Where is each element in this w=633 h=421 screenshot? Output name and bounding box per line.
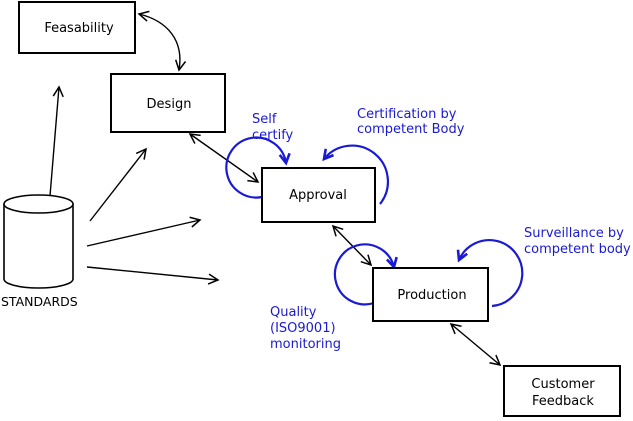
feasability-box (18, 1, 136, 54)
arrow-feasability-design (137, 10, 187, 72)
standards-datastore: STANDARDS (1, 194, 78, 309)
node-customer-feedback: Customer Feedback (503, 365, 621, 417)
certification-label: Certification by competent Body (357, 107, 465, 137)
node-approval: Approval (261, 167, 376, 223)
quality-monitoring-loop (333, 243, 398, 306)
svg-text:Quality: Quality (270, 305, 317, 320)
self-certify-label: Self certify (252, 112, 294, 143)
svg-text:Surveillance by: Surveillance by (524, 226, 624, 241)
surveillance-loop (456, 239, 524, 308)
feasability-label: Feasability (44, 21, 114, 36)
customer-feedback-box (503, 365, 621, 417)
node-production: Production (372, 267, 489, 322)
self-certify-loop (225, 136, 291, 199)
arrow-standards-to-approval (86, 216, 202, 247)
arrow-approval-production (331, 224, 373, 267)
arrow-production-customer-feedback (449, 322, 502, 367)
certification-loop (322, 144, 390, 205)
flow-connectors (137, 10, 502, 367)
svg-text:certify: certify (252, 128, 294, 143)
svg-text:Self: Self (252, 112, 277, 127)
svg-text:Certification by: Certification by (357, 107, 457, 122)
arrow-design-approval (188, 133, 260, 183)
design-box (110, 73, 226, 133)
standards-label: STANDARDS (1, 294, 78, 309)
arrow-standards-to-feasability (49, 85, 64, 197)
customer-feedback-label-line1: Customer (531, 377, 595, 392)
cylinder-top (3, 194, 74, 214)
svg-text:(ISO9001): (ISO9001) (270, 321, 336, 336)
approval-label: Approval (289, 188, 347, 203)
node-feasability: Feasability (18, 1, 136, 54)
quality-monitoring-label: Quality (ISO9001) monitoring (270, 305, 341, 352)
audit-loops (225, 136, 524, 308)
production-label: Production (397, 288, 466, 303)
svg-text:monitoring: monitoring (270, 337, 341, 352)
production-box (372, 267, 489, 322)
node-design: Design (110, 73, 226, 133)
customer-feedback-label-line2: Feedback (532, 394, 594, 409)
design-label: Design (147, 97, 192, 112)
standards-arrows (49, 85, 220, 285)
surveillance-label: Surveillance by competent body (524, 226, 631, 257)
approval-box (261, 167, 376, 223)
arrow-standards-to-design (89, 147, 147, 222)
svg-text:competent body: competent body (524, 242, 631, 257)
svg-text:competent Body: competent Body (357, 122, 465, 137)
audit-labels: Self certify Certification by competent … (252, 107, 631, 352)
arrow-standards-to-production (86, 266, 220, 285)
cylinder-body (3, 204, 74, 289)
